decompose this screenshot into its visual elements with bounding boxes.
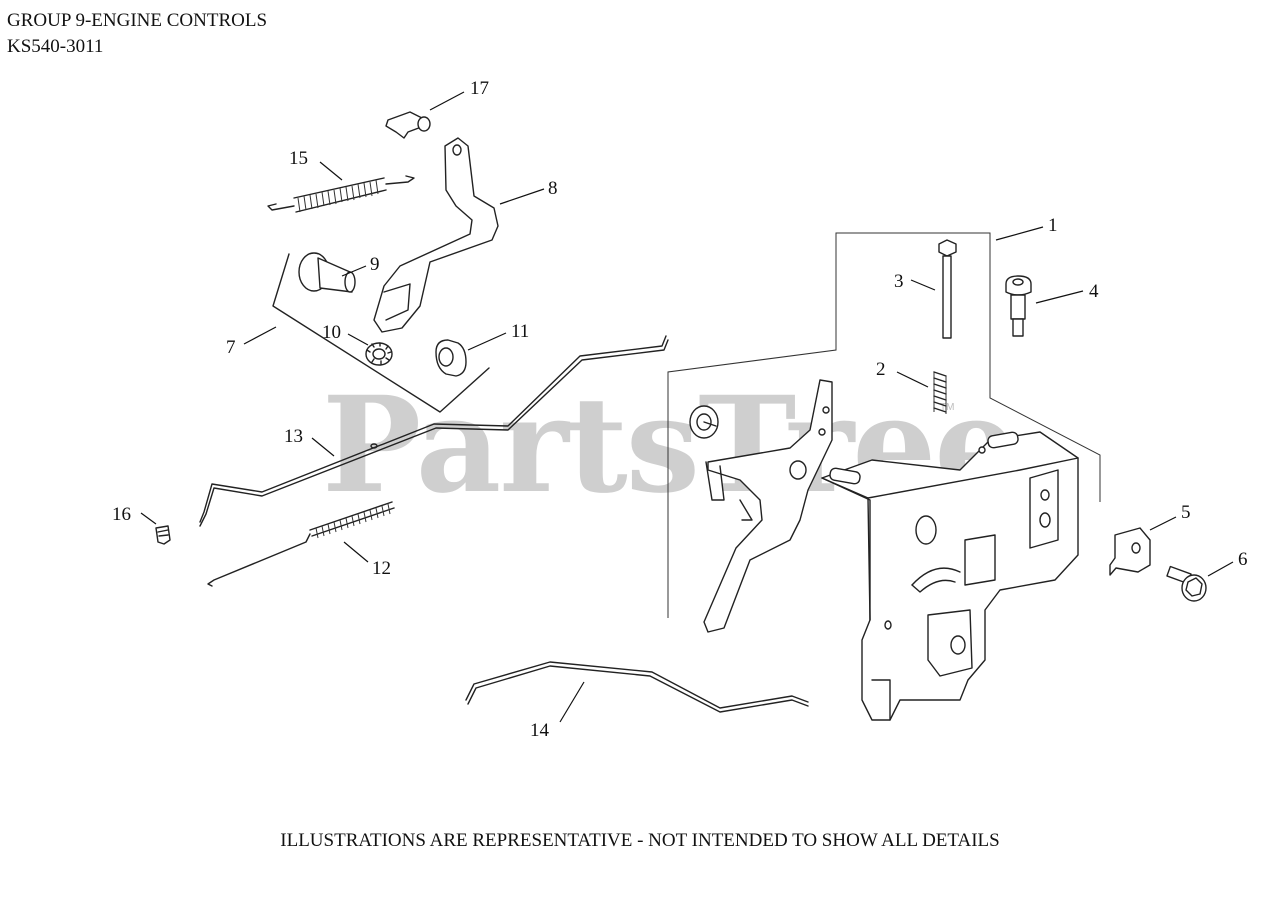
control-bracket[interactable] — [821, 431, 1079, 721]
part-9-pin[interactable] — [298, 252, 356, 293]
callout-9: 9 — [370, 254, 380, 275]
leader-lines — [140, 91, 1234, 723]
callout-numbers: 1 2 3 4 5 6 7 8 9 10 11 12 13 14 15 16 1… — [112, 78, 1248, 741]
part-8-choke-lever[interactable] — [373, 137, 499, 333]
part-14-control-rod[interactable] — [465, 661, 809, 713]
part-7-lever-kit[interactable] — [272, 253, 490, 413]
diagram-header: GROUP 9-ENGINE CONTROLS KS540-3011 — [7, 8, 267, 60]
callout-4: 4 — [1089, 281, 1099, 302]
part-5-clip[interactable] — [1109, 527, 1151, 576]
callout-3: 3 — [894, 271, 904, 292]
callout-2: 2 — [876, 359, 886, 380]
callout-15: 15 — [289, 148, 308, 169]
part-10-lock-washer[interactable] — [365, 342, 393, 366]
group-title: GROUP 9-ENGINE CONTROLS — [7, 10, 268, 31]
part-2-spring[interactable] — [933, 371, 947, 414]
callout-8: 8 — [548, 178, 558, 199]
part-3-bolt[interactable] — [938, 239, 957, 339]
callout-13: 13 — [284, 426, 303, 447]
callout-17: 17 — [470, 78, 489, 99]
model-number: KS540-3011 — [7, 36, 104, 57]
callout-7: 7 — [226, 337, 236, 358]
callout-14: 14 — [530, 720, 550, 741]
part-1-bracket-assembly[interactable] — [667, 232, 1101, 618]
part-6-flange-bolt[interactable] — [1166, 565, 1207, 602]
part-13-link-rod[interactable] — [199, 335, 669, 527]
throttle-lever[interactable] — [689, 379, 833, 633]
callout-1: 1 — [1048, 215, 1058, 236]
callout-10: 10 — [322, 322, 341, 343]
callout-16: 16 — [112, 504, 131, 525]
callout-12: 12 — [372, 558, 391, 579]
part-12-extension-spring[interactable] — [207, 501, 395, 587]
disclaimer-text: ILLUSTRATIONS ARE REPRESENTATIVE - NOT I… — [280, 830, 1000, 851]
part-11-bushing[interactable] — [435, 339, 467, 377]
part-16-clip-nut[interactable] — [155, 525, 171, 545]
part-17-cable-clamp[interactable] — [385, 111, 431, 139]
part-4-shoulder-screw[interactable] — [1005, 275, 1032, 337]
callout-11: 11 — [511, 321, 529, 342]
callout-6: 6 — [1238, 549, 1248, 570]
part-15-extension-spring[interactable] — [267, 175, 415, 213]
callout-5: 5 — [1181, 502, 1191, 523]
watermark-trademark: TM — [940, 402, 955, 413]
